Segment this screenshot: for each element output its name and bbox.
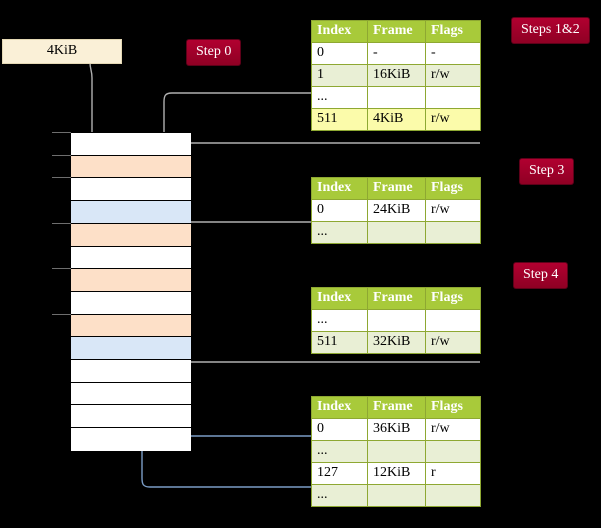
badge-step4: Step 4	[514, 263, 568, 288]
table-cell-flags	[425, 440, 481, 463]
memory-row-tick	[52, 132, 71, 133]
table-cell-index: 0	[311, 199, 368, 222]
table-cell-flags: r/w	[425, 64, 481, 87]
badge-steps12: Steps 1&2	[512, 18, 589, 43]
table-cell-flags: r	[425, 462, 481, 485]
memory-row-tick	[52, 268, 71, 269]
memory-frame-row	[71, 405, 191, 428]
memory-row-tick	[52, 155, 71, 156]
table-header-index: Index	[311, 177, 368, 200]
memory-frame-row	[71, 360, 191, 383]
table-cell-flags: r/w	[425, 331, 481, 354]
table-cell-frame	[367, 309, 426, 332]
table-cell-flags: -	[425, 42, 481, 65]
table-cell-index: ...	[311, 221, 368, 244]
memory-frame-row	[71, 178, 191, 201]
table-cell-index: 0	[311, 418, 368, 441]
table-cell-index: 511	[311, 331, 368, 354]
table-row: ...	[311, 440, 481, 463]
table-cell-index: ...	[311, 86, 368, 109]
memory-frame-row	[71, 315, 191, 337]
table-cell-frame: -	[367, 42, 426, 65]
memory-row-tick	[52, 223, 71, 224]
memory-frame-row	[71, 133, 191, 156]
table-cell-frame	[367, 440, 426, 463]
memory-frame-row	[71, 156, 191, 178]
table-row: ...	[311, 484, 481, 507]
memory-frame-row	[71, 247, 191, 269]
table-cell-index: 511	[311, 108, 368, 131]
badge-step0: Step 0	[187, 40, 241, 65]
table-row: 0--	[311, 42, 481, 65]
table-cell-index: ...	[311, 309, 368, 332]
table-cell-frame	[367, 86, 426, 109]
memory-row-tick	[52, 314, 71, 315]
table-cell-index: ...	[311, 440, 368, 463]
memory-frame-row	[71, 292, 191, 315]
table-cell-flags	[425, 86, 481, 109]
table-header-frame: Frame	[367, 396, 426, 419]
table-cell-frame: 4KiB	[367, 108, 426, 131]
table-cell-frame: 16KiB	[367, 64, 426, 87]
table-header-flags: Flags	[425, 177, 481, 200]
table-cell-index: 0	[311, 42, 368, 65]
table-cell-flags: r/w	[425, 199, 481, 222]
size-label-box: 4KiB	[2, 39, 122, 64]
table-cell-flags: r/w	[425, 108, 481, 131]
badge-step3: Step 3	[520, 159, 574, 184]
table-cell-flags	[425, 484, 481, 507]
memory-frame-row	[71, 383, 191, 405]
wire-steps12-b	[176, 142, 480, 169]
memory-frame-row	[71, 428, 191, 451]
table-cell-frame: 24KiB	[367, 199, 426, 222]
table-row: ...	[311, 309, 481, 332]
memory-frame-row	[71, 269, 191, 292]
table-row: ...	[311, 221, 481, 244]
table-header-flags: Flags	[425, 396, 481, 419]
table-cell-frame	[367, 484, 426, 507]
memory-column	[70, 132, 191, 451]
table-cell-frame: 12KiB	[367, 462, 426, 485]
memory-row-tick	[52, 177, 71, 178]
size-label-text: 4KiB	[46, 43, 78, 58]
table-cell-frame: 36KiB	[367, 418, 426, 441]
table-header-index: Index	[311, 20, 368, 43]
table-cell-flags: r/w	[425, 418, 481, 441]
table-header-index: Index	[311, 287, 368, 310]
table-header-frame: Frame	[367, 177, 426, 200]
table-row: ...	[311, 86, 481, 109]
table-cell-flags	[425, 309, 481, 332]
table-header-frame: Frame	[367, 287, 426, 310]
table-cell-index: 127	[311, 462, 368, 485]
memory-frame-row	[71, 224, 191, 247]
table-header-index: Index	[311, 396, 368, 419]
table-cell-index: ...	[311, 484, 368, 507]
table-header-flags: Flags	[425, 287, 481, 310]
table-header-flags: Flags	[425, 20, 481, 43]
table-cell-frame: 32KiB	[367, 331, 426, 354]
table-header-frame: Frame	[367, 20, 426, 43]
table-cell-index: 1	[311, 64, 368, 87]
memory-frame-row	[71, 201, 191, 224]
table-cell-frame	[367, 221, 426, 244]
memory-frame-row	[71, 337, 191, 360]
table-cell-flags	[425, 221, 481, 244]
